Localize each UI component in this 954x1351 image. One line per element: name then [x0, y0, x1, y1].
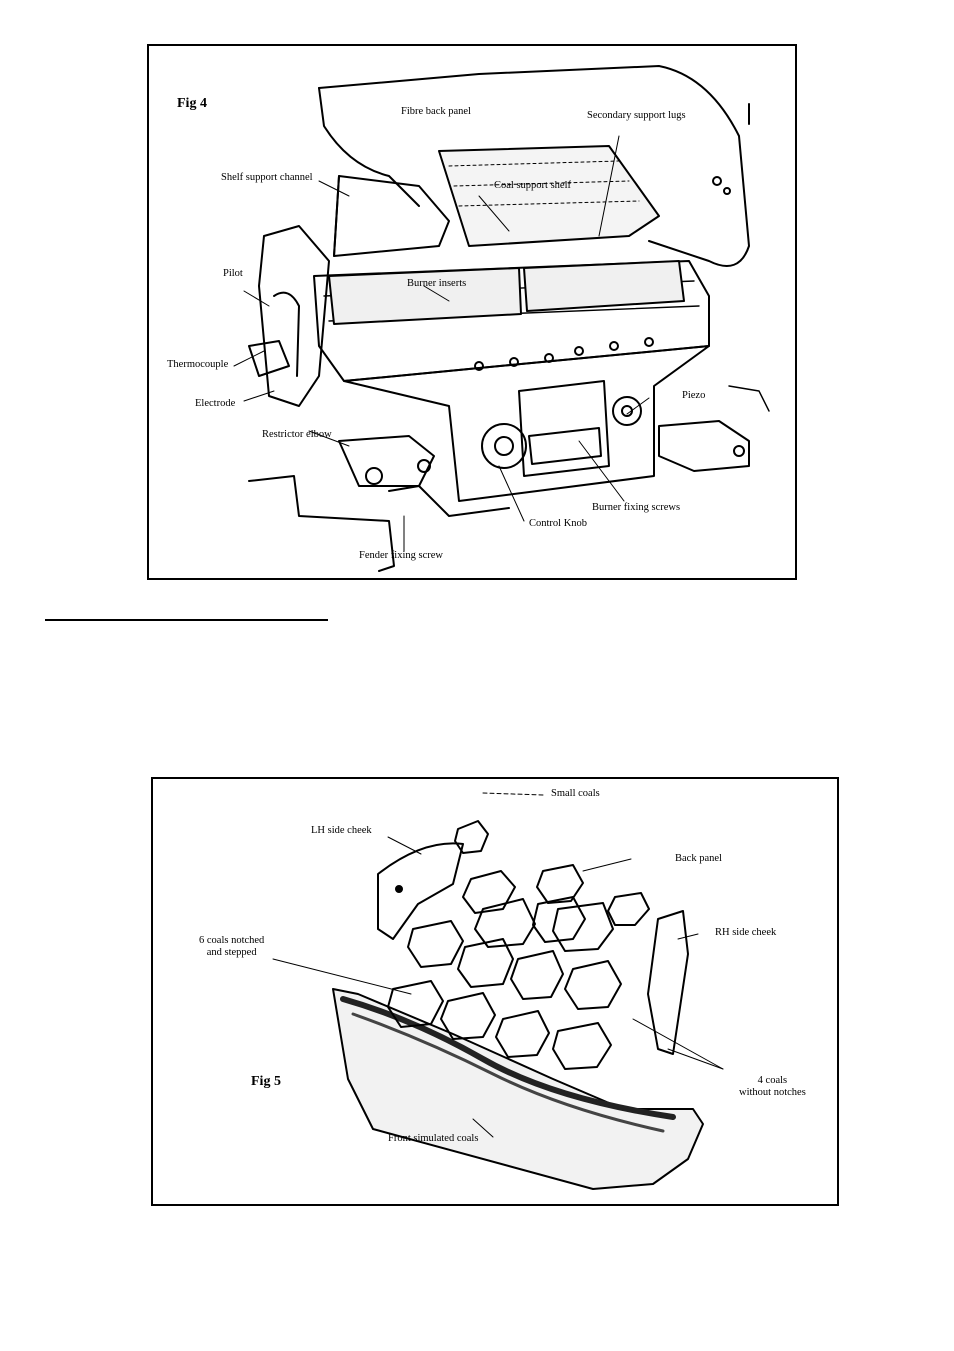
label-six-coals-notched: 6 coals notched and stepped	[199, 935, 265, 959]
label-thermocouple: Thermocouple	[167, 359, 229, 370]
label-small-coals: Small coals	[551, 788, 600, 799]
figure-5-title: Fig 5	[251, 1074, 281, 1089]
label-fibre-back-panel: Fibre back panel	[401, 106, 471, 117]
label-back-panel: Back panel	[675, 853, 722, 864]
label-four-coals-without-notches: 4 coals without notches	[739, 1075, 806, 1099]
label-secondary-support-lugs: Secondary support lugs	[587, 110, 686, 121]
figure-5-panel: Fig 5 Small coals LH side cheek Back pan…	[151, 777, 839, 1206]
label-shelf-support-channel: Shelf support channel	[221, 172, 313, 183]
label-front-simulated-coals: Front simulated coals	[388, 1133, 479, 1144]
label-restrictor-elbow: Restrictor elbow	[262, 429, 332, 440]
coal-arrangement-drawing	[272, 792, 724, 1190]
fire-assembly-drawing	[233, 65, 770, 572]
label-pilot: Pilot	[223, 268, 243, 279]
figure-4-panel: Fig 4 Fibre back panel Secondary support…	[147, 44, 797, 580]
label-fender-fixing-screw: Fender fixing screw	[359, 550, 443, 561]
label-burner-inserts: Burner inserts	[407, 278, 467, 289]
label-rh-side-cheek: RH side cheek	[715, 927, 777, 938]
section-divider	[45, 619, 328, 621]
label-burner-fixing-screws: Burner fixing screws	[592, 502, 681, 513]
figure-4-title: Fig 4	[177, 96, 207, 111]
label-piezo: Piezo	[682, 390, 706, 401]
label-control-knob: Control Knob	[529, 518, 588, 529]
label-electrode: Electrode	[195, 398, 236, 409]
label-coal-support-shelf: Coal support shelf	[494, 180, 571, 191]
label-lh-side-cheek: LH side cheek	[311, 825, 372, 836]
